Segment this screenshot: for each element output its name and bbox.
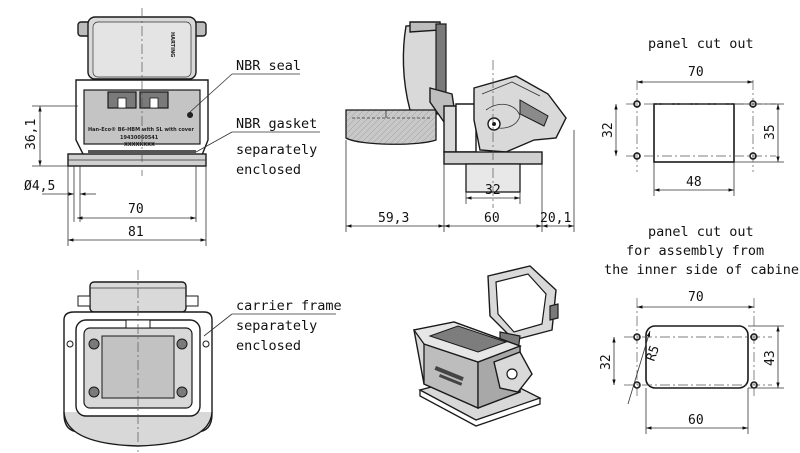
lever-depth-dimension: 20,1	[540, 211, 571, 226]
side-base-width-dimension: 60	[484, 211, 500, 226]
cutout-1-height-right-dimension: 35	[763, 124, 778, 140]
hole-diameter-dimension: Ø4,5	[24, 179, 55, 194]
cutout-1-height-dimension: 32	[601, 122, 616, 138]
enclosed-label-1: enclosed	[236, 162, 301, 178]
overall-width-dimension: 81	[128, 225, 144, 240]
lid-brand-text: HARTING	[169, 32, 175, 57]
bottom-view	[63, 270, 213, 452]
housing-label-line-2: 19430060541	[120, 135, 159, 141]
panel-cutout-1-title: panel cut out	[648, 36, 754, 52]
separately-label-1: separately	[236, 142, 317, 158]
panel-cutout-1: panel cut out 70 32 35 48	[601, 36, 784, 196]
bottom-view-labels: carrier frame separately enclosed	[203, 298, 342, 354]
enclosed-label-2: enclosed	[236, 338, 301, 354]
hole-spacing-dimension: 70	[128, 202, 144, 217]
side-view: 32 59,3 60 20,1	[345, 21, 575, 232]
lid-depth-dimension: 59,3	[378, 211, 409, 226]
cutout-2-radius-dimension: R5	[644, 344, 663, 364]
side-inner-width-dimension: 32	[485, 183, 501, 198]
cutout-2-width-dimension: 70	[688, 290, 704, 305]
carrier-frame-label: carrier frame	[236, 298, 342, 314]
housing-label-line-3: XXXXXXXX	[124, 142, 155, 148]
cutout-1-inner-width-dimension: 48	[686, 175, 702, 190]
cutout-2-height-right-dimension: 43	[763, 350, 778, 366]
front-view-labels: NBR seal NBR gasket separately enclosed	[189, 58, 320, 178]
isometric-view	[412, 265, 559, 427]
housing-label-line-1: Han-Eco® B6-HBM with SL with cover	[88, 127, 194, 133]
panel-cutout-2-title-line-3: the inner side of cabinet	[604, 262, 800, 278]
nbr-seal-label: NBR seal	[236, 58, 301, 74]
cutout-2-bottom-width-dimension: 60	[688, 413, 704, 428]
nbr-gasket-label: NBR gasket	[236, 116, 317, 132]
panel-cutout-2-title-line-1: panel cut out	[648, 224, 754, 240]
front-view: HARTING Han-Eco® B6-HBM with SL with cov…	[24, 8, 209, 246]
cutout-1-width-dimension: 70	[688, 65, 704, 80]
cutout-2-height-dimension: 32	[599, 354, 614, 370]
open-lid	[345, 21, 447, 145]
panel-cutout-2: panel cut out for assembly from the inne…	[599, 224, 800, 434]
height-dimension: 36,1	[24, 119, 39, 150]
separately-label-2: separately	[236, 318, 317, 334]
panel-cutout-2-title-line-2: for assembly from	[626, 243, 764, 259]
